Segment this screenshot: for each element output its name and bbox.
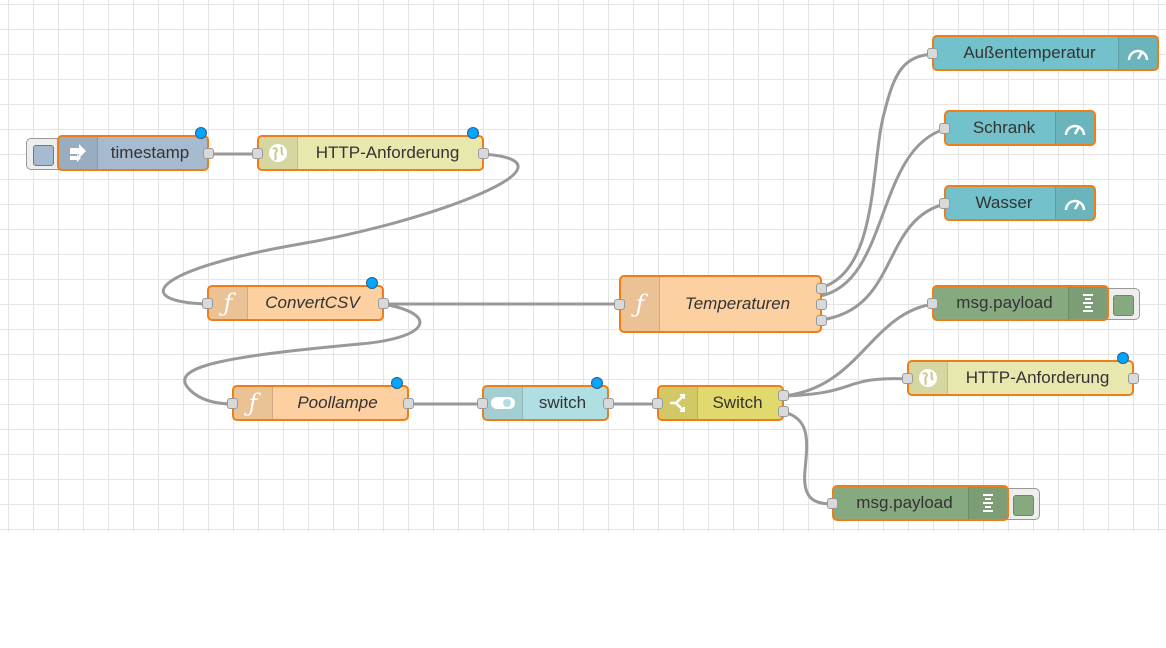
input-port[interactable]	[902, 373, 913, 384]
node-debug-1[interactable]: msg.payload	[927, 285, 1109, 321]
wire-http-convertcsv	[161, 152, 520, 306]
wire-convertcsv-poollampe	[183, 302, 422, 406]
gauge-icon	[1055, 112, 1094, 144]
input-port[interactable]	[927, 298, 938, 309]
output-port[interactable]	[403, 398, 414, 409]
input-port[interactable]	[927, 48, 938, 59]
wire-temp-aussen	[818, 52, 935, 290]
function-icon: ƒ	[621, 277, 660, 331]
debug-list-icon	[968, 487, 1007, 519]
node-http-request-1[interactable]: HTTP-Anforderung	[252, 127, 489, 171]
changed-indicator	[467, 127, 479, 139]
flow-canvas-grid[interactable]	[0, 0, 1166, 532]
input-port[interactable]	[252, 148, 263, 159]
node-gauge-schrank[interactable]: Schrank	[939, 110, 1096, 146]
node-label: Poollampe	[297, 393, 378, 412]
input-port[interactable]	[227, 398, 238, 409]
switch-branch-icon	[659, 387, 698, 419]
wire-router-debug1	[781, 302, 935, 398]
wire-temp-wasser	[818, 202, 947, 322]
node-label: HTTP-Anforderung	[315, 143, 460, 162]
changed-indicator	[366, 277, 378, 289]
node-label: Switch	[712, 393, 763, 412]
inject-arrow-icon	[59, 137, 98, 169]
output-port-1[interactable]	[778, 390, 789, 401]
input-port[interactable]	[614, 299, 625, 310]
debug-list-icon	[1068, 287, 1107, 319]
changed-indicator	[1117, 352, 1129, 364]
input-port[interactable]	[939, 123, 950, 134]
node-label: msg.payload	[856, 493, 953, 512]
node-gauge-aussentemperatur[interactable]: Außentemperatur	[927, 35, 1159, 71]
output-port-2[interactable]	[778, 406, 789, 417]
output-port-3[interactable]	[816, 315, 827, 326]
output-port[interactable]	[603, 398, 614, 409]
node-label: msg.payload	[956, 293, 1053, 312]
gauge-icon	[1118, 37, 1157, 69]
node-http-request-2[interactable]: HTTP-Anforderung	[902, 352, 1139, 396]
function-icon: ƒ	[209, 287, 248, 319]
output-port[interactable]	[478, 148, 489, 159]
node-poollampe[interactable]: ƒ Poollampe	[227, 377, 414, 421]
input-port[interactable]	[939, 198, 950, 209]
output-port-1[interactable]	[816, 283, 827, 294]
output-port[interactable]	[378, 298, 389, 309]
wire-temp-schrank	[818, 127, 947, 298]
input-port[interactable]	[652, 398, 663, 409]
gauge-icon	[1055, 187, 1094, 219]
node-label: HTTP-Anforderung	[965, 368, 1110, 387]
node-gauge-wasser[interactable]: Wasser	[939, 185, 1096, 221]
toggle-icon	[484, 387, 523, 419]
changed-indicator	[195, 127, 207, 139]
function-icon: ƒ	[234, 387, 273, 419]
node-label: ConvertCSV	[265, 293, 360, 312]
node-label: Schrank	[972, 118, 1036, 137]
changed-indicator	[591, 377, 603, 389]
node-temperaturen[interactable]: ƒ Temperaturen	[614, 275, 827, 333]
output-port[interactable]	[1128, 373, 1139, 384]
input-port[interactable]	[827, 498, 838, 509]
output-port[interactable]	[203, 148, 214, 159]
node-debug-2[interactable]: msg.payload	[827, 485, 1009, 521]
globe-icon	[259, 137, 298, 169]
wire-router-debug2	[781, 410, 835, 506]
node-label: Temperaturen	[684, 294, 791, 313]
input-port[interactable]	[477, 398, 488, 409]
globe-icon	[909, 362, 948, 394]
wire-router-http2	[781, 377, 910, 398]
node-label: switch	[538, 393, 587, 412]
node-label: Außentemperatur	[963, 43, 1096, 62]
node-label: Wasser	[975, 193, 1033, 212]
node-switch-ui[interactable]: switch	[477, 377, 614, 421]
changed-indicator	[391, 377, 403, 389]
node-label: timestamp	[110, 143, 190, 162]
input-port[interactable]	[202, 298, 213, 309]
node-convertcsv[interactable]: ƒ ConvertCSV	[202, 277, 389, 321]
node-timestamp[interactable]: timestamp	[57, 127, 214, 171]
output-port-2[interactable]	[816, 299, 827, 310]
node-switch-router[interactable]: Switch	[652, 385, 789, 421]
